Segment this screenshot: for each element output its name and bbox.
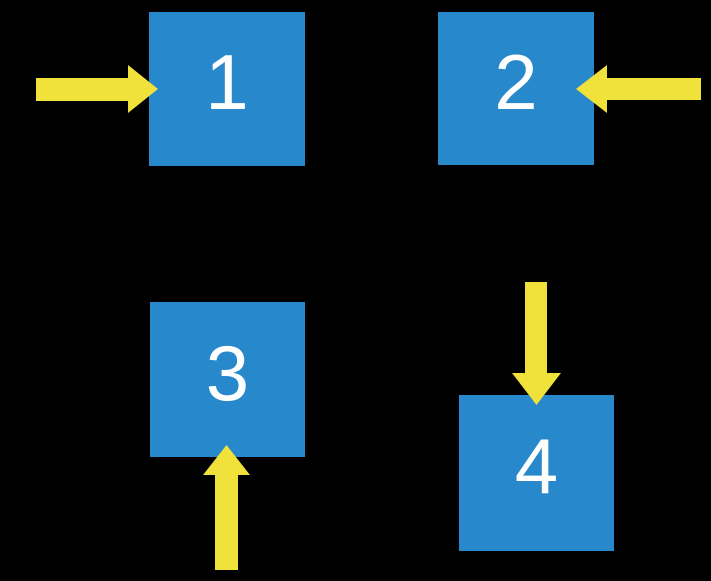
- square-1: 1: [149, 12, 305, 166]
- square-2: 2: [438, 12, 594, 165]
- square-4: 4: [459, 395, 614, 551]
- arrow-up-icon: [203, 445, 250, 570]
- arrow-left-icon: [576, 65, 701, 113]
- square-3: 3: [150, 302, 305, 457]
- square-3-label: 3: [205, 328, 250, 417]
- square-1-label: 1: [205, 38, 249, 126]
- arrow-right-icon: [36, 65, 158, 113]
- arrow-down-icon: [512, 282, 561, 405]
- square-4-label: 4: [514, 422, 559, 510]
- square-2-label: 2: [494, 37, 538, 126]
